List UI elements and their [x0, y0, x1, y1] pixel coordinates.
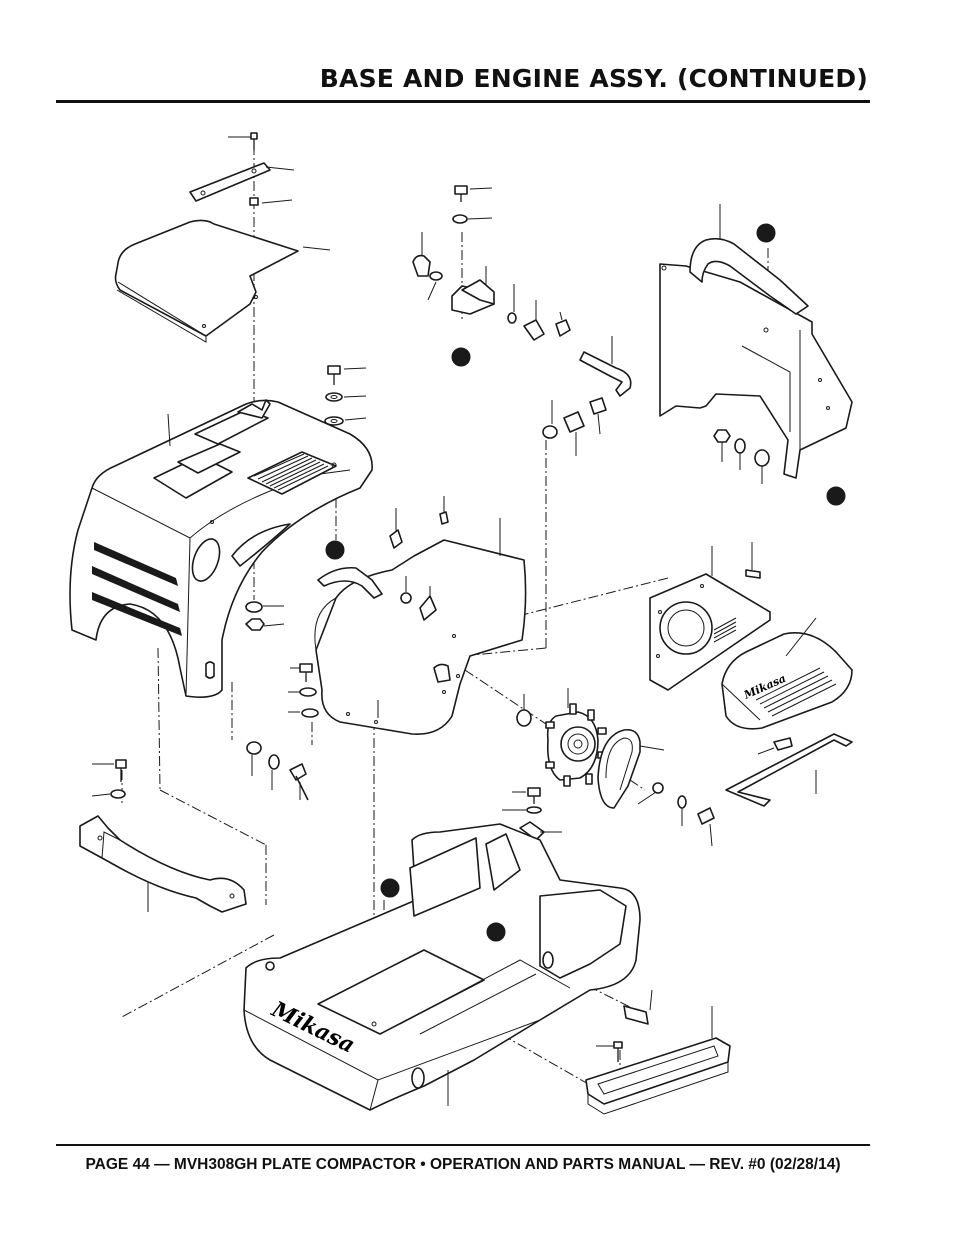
engine-assembly: [246, 496, 527, 801]
clutch-belt-assembly: [502, 688, 715, 847]
title-rule: [56, 100, 870, 103]
page-title: BASE AND ENGINE ASSY. (CONTINUED): [319, 64, 868, 93]
engine-hood: [69, 399, 373, 698]
fuel-line-assembly: [412, 185, 632, 456]
left-bracket: [79, 759, 247, 913]
hood-hardware: [245, 365, 367, 631]
foot-plate: [585, 1006, 731, 1115]
belt-guard-assembly: Mikasa: [649, 542, 853, 807]
top-cover-assembly: [114, 132, 331, 343]
base-plate: Mikasa: [243, 823, 653, 1111]
footer-rule: [56, 1144, 870, 1146]
page-footer: PAGE 44 — MVH308GH PLATE COMPACTOR • OPE…: [85, 1156, 841, 1173]
handle-assembly: [659, 204, 853, 506]
